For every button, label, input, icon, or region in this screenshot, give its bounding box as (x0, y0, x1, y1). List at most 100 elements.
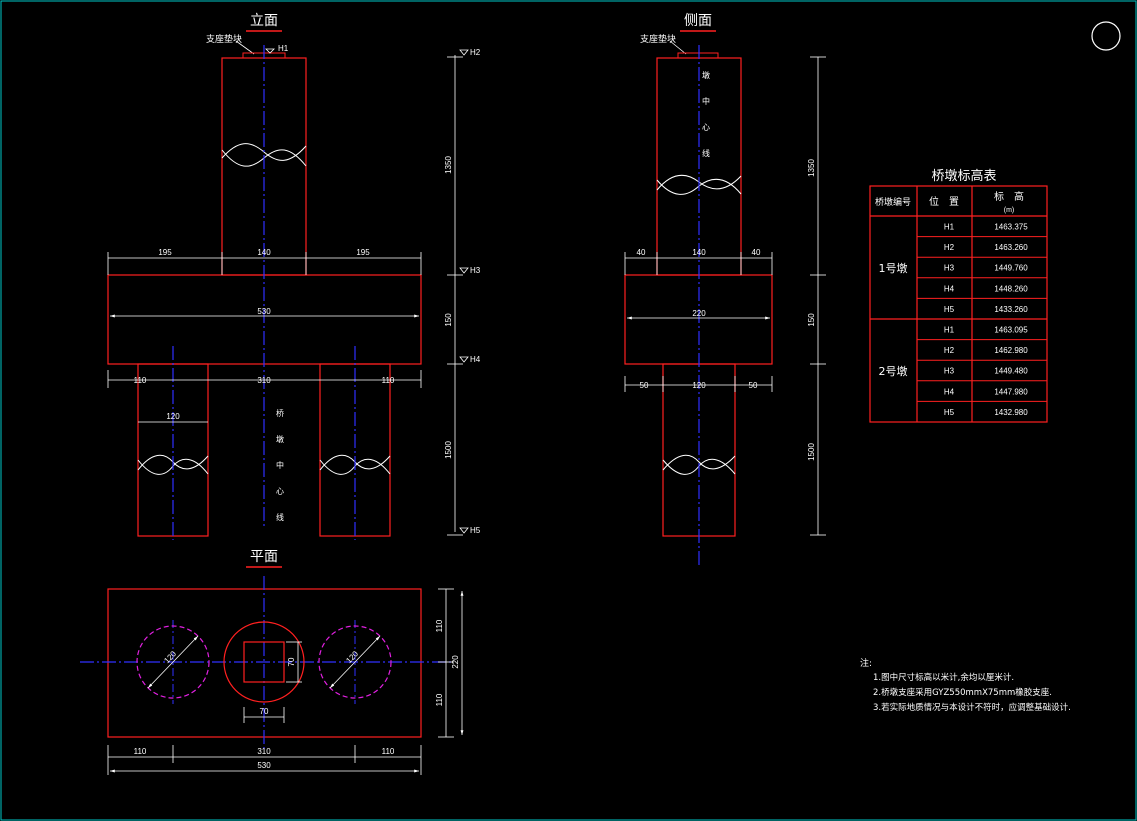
elevation-bearing-label: 支座垫块 (206, 33, 242, 45)
elevation-centerline-note: 桥 墩 中 心 线 (276, 408, 284, 522)
dim-text: 70 (260, 707, 269, 716)
dim-text: 140 (257, 248, 271, 257)
table-cell-position: H4 (944, 284, 955, 293)
dim-text: 140 (692, 248, 706, 257)
pile-break-line (662, 454, 736, 471)
table-cell-position: H2 (944, 243, 955, 252)
dim-text: 110 (435, 693, 444, 706)
dim-text: 310 (257, 376, 271, 385)
level-marker-h4 (459, 356, 469, 363)
table-pier-2: 2号墩 (879, 364, 908, 378)
dim-text: 110 (435, 619, 444, 632)
side-centerline-note: 墩 中 心 线 (702, 70, 710, 158)
dim-text: 1500 (444, 441, 453, 459)
table-cell-position: H2 (944, 346, 955, 355)
level-marker-h3 (459, 267, 469, 274)
dim-text: 310 (257, 747, 271, 756)
plan-title: 平面 (250, 549, 278, 565)
dim-text: 120 (166, 412, 180, 421)
table-cell-elevation: 1449.760 (994, 264, 1028, 273)
table-cell-elevation: 1449.480 (994, 367, 1028, 376)
table-cell-position: H3 (944, 367, 955, 376)
side-title: 侧面 (684, 13, 712, 29)
level-marker-h2 (459, 49, 469, 56)
table-cell-elevation: 1463.095 (994, 326, 1028, 335)
notes-title: 注: (860, 657, 872, 669)
dim-text: 120 (692, 381, 706, 390)
level-marker-h5 (459, 527, 469, 534)
elevation-view: 立面 支座垫块 H1 桥 墩 中 心 线 (107, 13, 481, 540)
table-header-unit: (m) (1004, 207, 1015, 214)
dim-text: 50 (640, 381, 649, 390)
center-note-char: 中 (702, 96, 710, 106)
dim-text: 1350 (807, 159, 816, 177)
dim-text: 1350 (444, 156, 453, 174)
level-label-h3: H3 (470, 266, 481, 275)
level-label-h2: H2 (470, 48, 481, 57)
dim-text: 150 (807, 313, 816, 327)
table-cell-position: H4 (944, 387, 955, 396)
bearing-square (243, 641, 285, 683)
dim-text: 220 (451, 655, 460, 669)
dim-text: 195 (356, 248, 370, 257)
table-header-pier: 桥墩编号 (875, 196, 911, 208)
table-cell-position: H5 (944, 408, 955, 417)
note-line: 3.若实际地质情况与本设计不符时，应调整基础设计. (873, 702, 1071, 713)
table-cell-elevation: 1447.980 (994, 387, 1028, 396)
dim-line-pile-dia (147, 635, 199, 689)
center-note-char: 中 (276, 460, 284, 470)
center-note-char: 墩 (702, 70, 710, 80)
level-label-h4: H4 (470, 355, 481, 364)
table-cell-elevation: 1432.980 (994, 408, 1028, 417)
table-cell-elevation: 1448.260 (994, 284, 1028, 293)
center-note-char: 墩 (276, 434, 284, 444)
notes-block: 注: 1.图中尺寸标高以米计,余均以厘米计. 2.桥墩支座采用GYZ550mmX… (860, 657, 1071, 713)
dim-text: 70 (287, 657, 296, 666)
dim-text: 530 (257, 307, 271, 316)
column-circle (223, 621, 305, 703)
dim-text: 110 (382, 376, 395, 385)
table-pier-1: 1号墩 (879, 261, 908, 275)
center-note-char: 线 (702, 148, 710, 158)
north-circle-symbol (1091, 21, 1121, 51)
level-label-h5: H5 (470, 526, 481, 535)
dim-text: 120 (162, 649, 178, 665)
center-note-char: 线 (276, 512, 284, 522)
dim-text: 150 (444, 313, 453, 327)
dim-text: 1500 (807, 443, 816, 461)
elevation-table: 桥墩标高表 桥墩编号 位 置 标 高 (m) 1号墩 2号墩 H1 1463.37… (869, 168, 1048, 423)
table-header-elevation: 标 高 (994, 190, 1024, 203)
side-bearing-label: 支座垫块 (640, 33, 676, 45)
side-view: 侧面 支座垫块 墩 中 心 线 40 140 40 220 (624, 13, 826, 568)
table-cell-elevation: 1462.980 (994, 346, 1028, 355)
pile-circle-right (318, 625, 392, 699)
dim-text: 110 (382, 747, 395, 756)
pile-circle-left (136, 625, 210, 699)
dim-text: 195 (158, 248, 172, 257)
table-cell-elevation: 1463.375 (994, 223, 1028, 232)
table-cell-position: H1 (944, 326, 955, 335)
table-cell-position: H1 (944, 223, 955, 232)
table-outline (869, 185, 1048, 423)
dim-text: 530 (257, 761, 271, 770)
note-line: 1.图中尺寸标高以米计,余均以厘米计. (873, 672, 1014, 683)
bearing-leader (235, 40, 255, 55)
dim-text: 110 (134, 747, 147, 756)
dim-line-pile-dia (329, 635, 381, 689)
table-cell-elevation: 1433.260 (994, 305, 1028, 314)
elevation-title: 立面 (250, 13, 278, 29)
bearing-pad (677, 52, 719, 59)
table-title: 桥墩标高表 (931, 168, 996, 184)
dim-text: 40 (637, 248, 646, 257)
level-marker-h1 (265, 48, 275, 54)
table-cell-position: H5 (944, 305, 955, 314)
dim-text: 40 (752, 248, 761, 257)
plan-view: 平面 120 120 70 70 110 110 220 (80, 549, 464, 775)
center-note-char: 桥 (276, 408, 284, 418)
table-header-position: 位 置 (929, 195, 959, 208)
table-row-lines (917, 236, 1047, 402)
dim-text: 120 (344, 649, 360, 665)
